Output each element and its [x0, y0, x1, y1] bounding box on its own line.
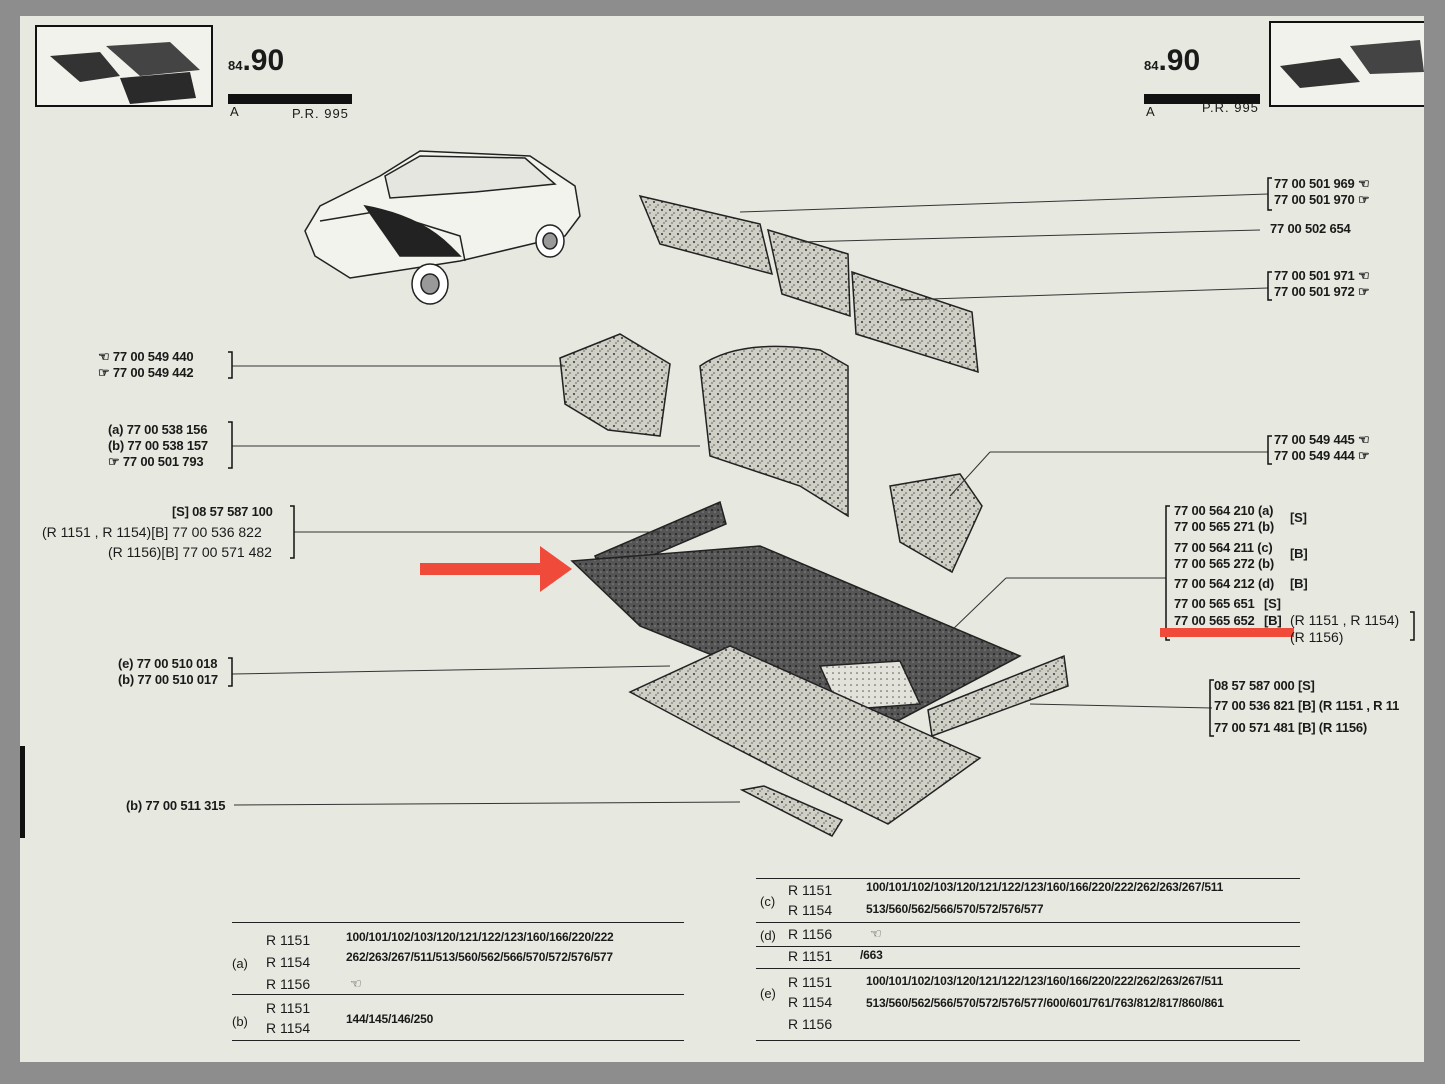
callout-right-5d: 77 00 565 272 (b)	[1174, 556, 1274, 571]
header-bar-right	[1144, 94, 1260, 104]
header-thumbnail-left	[35, 25, 213, 107]
callout-right-4b: 77 00 549 444 ☞	[1274, 448, 1370, 463]
page-number-right: 84.90	[1144, 44, 1201, 77]
table-left-b-model-2: R 1154	[266, 1020, 311, 1036]
header-pr-right: P.R. 995	[1202, 100, 1259, 115]
callout-right-6a: 08 57 587 000 [S]	[1214, 678, 1315, 693]
header-pr-left: P.R. 995	[292, 106, 349, 121]
callout-right-5f: 77 00 565 651	[1174, 596, 1255, 611]
callout-right-5b: 77 00 565 271 (b)	[1174, 519, 1274, 534]
table-left-a-model-2: R 1154	[266, 954, 311, 970]
table-right-d-model-1: R 1156	[788, 926, 833, 942]
callout-left-2a: (a) 77 00 538 156	[108, 422, 208, 437]
table-right-d-codes-1: ☜	[870, 926, 882, 941]
table-left-rule-top	[232, 922, 684, 923]
table-left-a-model-1: R 1151	[266, 932, 311, 948]
callout-right-5-mark-1: [S]	[1290, 510, 1307, 525]
table-right-e-codes-2: 513/560/562/566/570/572/576/577/600/601/…	[866, 996, 1224, 1010]
callout-right-5-tail-1: (R 1151 , R 1154)	[1290, 612, 1400, 628]
callout-right-5e: 77 00 564 212 (d)	[1174, 576, 1274, 591]
callout-right-4a: 77 00 549 445 ☜	[1274, 432, 1370, 447]
callout-left-4a: (e) 77 00 510 018	[118, 656, 218, 671]
callout-left-4b: (b) 77 00 510 017	[118, 672, 218, 687]
table-right-label-c: (c)	[760, 894, 776, 909]
table-left-b-codes-1: 144/145/146/250	[346, 1012, 434, 1026]
callout-right-1b: 77 00 501 970 ☞	[1274, 192, 1370, 207]
table-right-663-codes: /663	[860, 948, 883, 962]
callout-right-6c: 77 00 571 481 [B] (R 1156)	[1214, 720, 1368, 735]
callout-right-5-mark-5: [B]	[1264, 613, 1282, 628]
page-edge-mark	[20, 746, 25, 838]
table-right-e-model-1: R 1151	[788, 974, 833, 990]
table-right-c-codes-1: 100/101/102/103/120/121/122/123/160/166/…	[866, 880, 1224, 894]
page-number-left: 84.90	[228, 44, 285, 77]
header-letter-right: A	[1146, 104, 1156, 119]
table-right-c-model-2: R 1154	[788, 902, 833, 918]
callout-right-5c: 77 00 564 211 (c)	[1174, 540, 1273, 555]
callout-right-1a: 77 00 501 969 ☜	[1274, 176, 1370, 191]
table-right-rule-3	[756, 946, 1300, 947]
callout-right-5-tail-2: (R 1156)	[1290, 629, 1344, 645]
table-right-rule-2	[756, 922, 1300, 923]
diagram-drawing	[35, 21, 1424, 837]
callout-right-5-mark-4: [S]	[1264, 596, 1281, 611]
parts-illustration	[559, 194, 1069, 837]
table-left-a-codes-1: 100/101/102/103/120/121/122/123/160/166/…	[346, 930, 614, 944]
callout-left-3a: [S] 08 57 587 100	[172, 504, 273, 519]
table-right-rule-4	[756, 968, 1300, 969]
table-left-b-model-1: R 1151	[266, 1000, 311, 1016]
callout-right-5g: 77 00 565 652	[1174, 613, 1255, 628]
callout-left-2b: (b) 77 00 538 157	[108, 438, 208, 453]
brackets	[228, 177, 1415, 737]
callout-right-6b: 77 00 536 821 [B] (R 1151 , R 11	[1214, 698, 1400, 713]
catalog-page: 84.90 A P.R. 995 84.90 A P.R. 995 ☜ 77 0…	[20, 16, 1424, 1062]
callout-left-2c: ☞ 77 00 501 793	[108, 454, 204, 469]
table-left-rule-mid	[232, 994, 684, 995]
table-right-c-codes-2: 513/560/562/566/570/572/576/577	[866, 902, 1044, 916]
leader-lines	[231, 193, 1269, 806]
red-underline-annotation	[1160, 628, 1294, 637]
table-left-label-b: (b)	[232, 1014, 248, 1029]
table-right-rule-top	[756, 878, 1300, 879]
table-right-e-model-3: R 1156	[788, 1016, 833, 1032]
table-right-e-codes-1: 100/101/102/103/120/121/122/123/160/166/…	[866, 974, 1224, 988]
callout-right-3a: 77 00 501 971 ☜	[1274, 268, 1370, 283]
table-right-label-d: (d)	[760, 928, 776, 943]
callout-right-5-mark-3: [B]	[1290, 576, 1308, 591]
table-left-rule-bottom	[232, 1040, 684, 1041]
table-right-663-model: R 1151	[788, 948, 833, 964]
callout-left-5: (b) 77 00 511 315	[126, 798, 226, 813]
table-right-rule-bottom	[756, 1040, 1300, 1041]
table-left-a-model-3: R 1156	[266, 976, 311, 992]
callout-left-3c: (R 1156)[B] 77 00 571 482	[108, 544, 272, 560]
header-bar-left	[228, 94, 352, 104]
callout-right-5a: 77 00 564 210 (a)	[1174, 503, 1274, 518]
table-left-label-a: (a)	[232, 956, 248, 971]
callout-left-1b: ☞ 77 00 549 442	[98, 365, 194, 380]
table-right-label-e: (e)	[760, 986, 776, 1001]
callout-right-5-mark-2: [B]	[1290, 546, 1308, 561]
red-arrow-annotation	[420, 546, 572, 592]
callout-left-1a: ☜ 77 00 549 440	[98, 349, 194, 364]
table-right-c-model-1: R 1151	[788, 882, 833, 898]
header-thumbnail-right	[1269, 21, 1424, 107]
car-illustration	[304, 150, 581, 305]
table-left-a-codes-2: 262/263/267/511/513/560/562/566/570/572/…	[346, 950, 613, 964]
table-left-a-codes-3: ☜	[350, 976, 362, 991]
header-letter-left: A	[230, 104, 240, 119]
callout-right-2: 77 00 502 654	[1270, 221, 1351, 236]
callout-left-3b: (R 1151 , R 1154)[B] 77 00 536 822	[42, 524, 262, 540]
table-right-e-model-2: R 1154	[788, 994, 833, 1010]
callout-right-3b: 77 00 501 972 ☞	[1274, 284, 1370, 299]
